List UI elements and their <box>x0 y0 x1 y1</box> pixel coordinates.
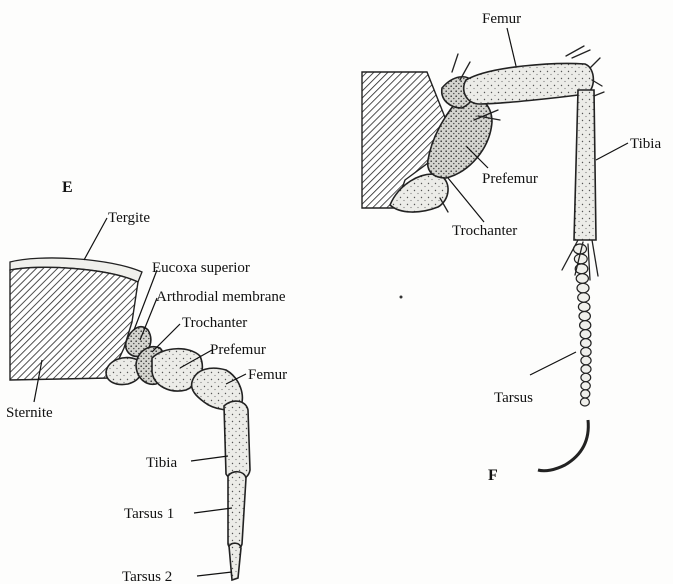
f-tarsomere <box>581 365 591 373</box>
f-label-prefemur: Prefemur <box>482 171 538 187</box>
f-tarsomere <box>580 330 591 339</box>
f-tarsomere <box>581 382 590 390</box>
e-label-sternite: Sternite <box>6 405 53 421</box>
f-tarsomere <box>581 373 591 381</box>
e-label-tergite: Tergite <box>108 210 150 226</box>
f-label-tibia: Tibia <box>630 136 661 152</box>
f-tarsomere <box>579 312 590 321</box>
e-tarsus1-segment <box>228 472 246 550</box>
e-label-eucoxa-superior: Eucoxa superior <box>152 260 250 276</box>
f-tarsomere <box>576 274 588 284</box>
f-tarsomere <box>578 302 590 311</box>
f-tarsomere <box>574 254 587 264</box>
e-label-tarsus1: Tarsus 1 <box>124 506 174 522</box>
f-label-femur: Femur <box>482 11 521 27</box>
f-tarsomere <box>581 339 592 348</box>
panel-f-letter: F <box>488 467 498 484</box>
f-label-tarsus: Tarsus <box>494 390 533 406</box>
f-label-trochanter: Trochanter <box>452 223 517 239</box>
f-tarsomere <box>580 398 589 406</box>
e-label-prefemur: Prefemur <box>210 342 266 358</box>
e-label-arthrodial-membrane: Arthrodial membrane <box>156 289 286 305</box>
f-tarsomere <box>577 283 589 293</box>
f-tarsomere <box>578 293 590 302</box>
e-label-femur: Femur <box>248 367 287 383</box>
f-tarsomere <box>581 356 591 365</box>
e-label-tibia: Tibia <box>146 455 177 471</box>
scan-speck <box>400 296 403 299</box>
f-tibia-segment <box>574 90 596 240</box>
f-tarsomere <box>581 348 591 357</box>
panel-e-letter: E <box>62 179 73 196</box>
f-femur-segment <box>464 64 594 104</box>
f-tarsomere <box>581 390 590 398</box>
f-claw <box>538 420 588 471</box>
e-label-tarsus2: Tarsus 2 <box>122 569 172 584</box>
f-tarsomere <box>580 321 591 330</box>
e-tarsus2-segment <box>229 543 241 580</box>
e-tibia-segment <box>224 401 250 480</box>
panel-f <box>362 46 604 471</box>
e-label-trochanter: Trochanter <box>182 315 247 331</box>
